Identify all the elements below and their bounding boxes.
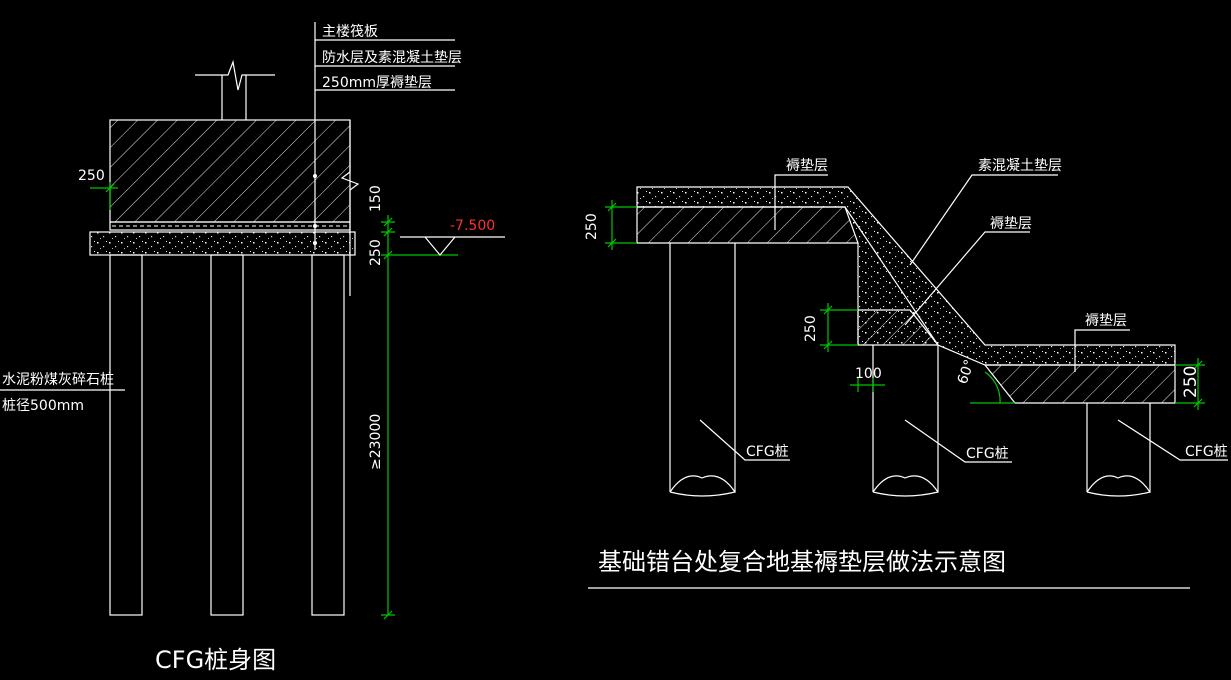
pile-label: CFG桩 — [966, 445, 1009, 462]
break-line — [340, 120, 360, 296]
leader-dot — [313, 174, 317, 178]
label-cushion-mid: 褥垫层 — [990, 215, 1032, 232]
left-drawing-title: CFG桩身图 — [155, 646, 276, 674]
cfg-pile — [311, 254, 345, 616]
elevation-value: -7.500 — [450, 218, 495, 234]
dim-left-line — [90, 182, 118, 210]
pile-label: CFG桩 — [1185, 443, 1228, 460]
cfg-pile-upper — [669, 243, 736, 497]
pile-leader — [1117, 419, 1228, 461]
leader-dot — [313, 241, 317, 245]
dim-100-line — [850, 378, 885, 392]
dim-left-250: 250 — [78, 168, 105, 184]
cfg-pile-middle — [872, 345, 939, 497]
dim-150: 150 — [368, 185, 384, 212]
angle-60: 60° — [955, 358, 979, 387]
label-raft: 主楼筏板 — [322, 23, 378, 40]
elevation-symbol — [400, 236, 505, 256]
cfg-pile-lower — [1086, 403, 1151, 497]
leader-concrete — [909, 174, 1058, 266]
dim-right-250: 250 — [1181, 366, 1201, 398]
step-foundation-cushion-drawing: 褥垫层 素混凝土垫层 褥垫层 褥垫层 CFG桩 CFG桩 CFG桩 250 25… — [584, 157, 1228, 589]
dim-upper-250: 250 — [584, 213, 600, 240]
cfg-pile-section-drawing: 主楼筏板 防水层及素混凝土垫层 250mm厚褥垫层 250 150 250 ≥2… — [0, 22, 505, 674]
leader-cushion-top — [774, 174, 828, 230]
label-cushion-low: 褥垫层 — [1085, 312, 1127, 329]
dim-250: 250 — [368, 239, 384, 266]
label-concrete: 素混凝土垫层 — [978, 158, 1062, 174]
layer-leader — [314, 22, 455, 250]
dim-pile-length: ≥23000 — [368, 414, 384, 470]
dimension-line — [381, 215, 458, 620]
label-waterproof: 防水层及素混凝土垫层 — [322, 50, 462, 66]
dim-100: 100 — [855, 366, 882, 382]
pile-type-label: 水泥粉煤灰碎石桩 — [2, 371, 114, 388]
lower-concrete-block — [983, 364, 1176, 404]
leader-cushion-low — [1074, 329, 1130, 372]
pile-leader — [699, 419, 790, 461]
pile-diameter-label: 桩径500mm — [2, 397, 84, 414]
raft-slab — [109, 119, 351, 223]
dim-mid-line — [820, 303, 858, 352]
label-cushion: 250mm厚褥垫层 — [322, 74, 432, 91]
label-cushion-top: 褥垫层 — [786, 157, 828, 174]
pile-leader — [904, 419, 1012, 463]
dim-right-line — [1175, 358, 1205, 410]
column-stub — [195, 59, 275, 120]
upper-concrete-block — [636, 206, 859, 244]
leader-cushion-mid — [904, 231, 1030, 326]
dim-mid-250: 250 — [803, 315, 819, 342]
leader-dot — [313, 224, 317, 228]
angle-arc — [970, 371, 1015, 404]
cfg-pile — [210, 254, 244, 616]
right-drawing-title: 基础错台处复合地基褥垫层做法示意图 — [598, 548, 1006, 576]
cfg-pile — [109, 254, 143, 616]
waterproof-layer — [109, 221, 351, 231]
dim-upper-line — [605, 200, 637, 250]
pile-label: CFG桩 — [746, 443, 789, 460]
